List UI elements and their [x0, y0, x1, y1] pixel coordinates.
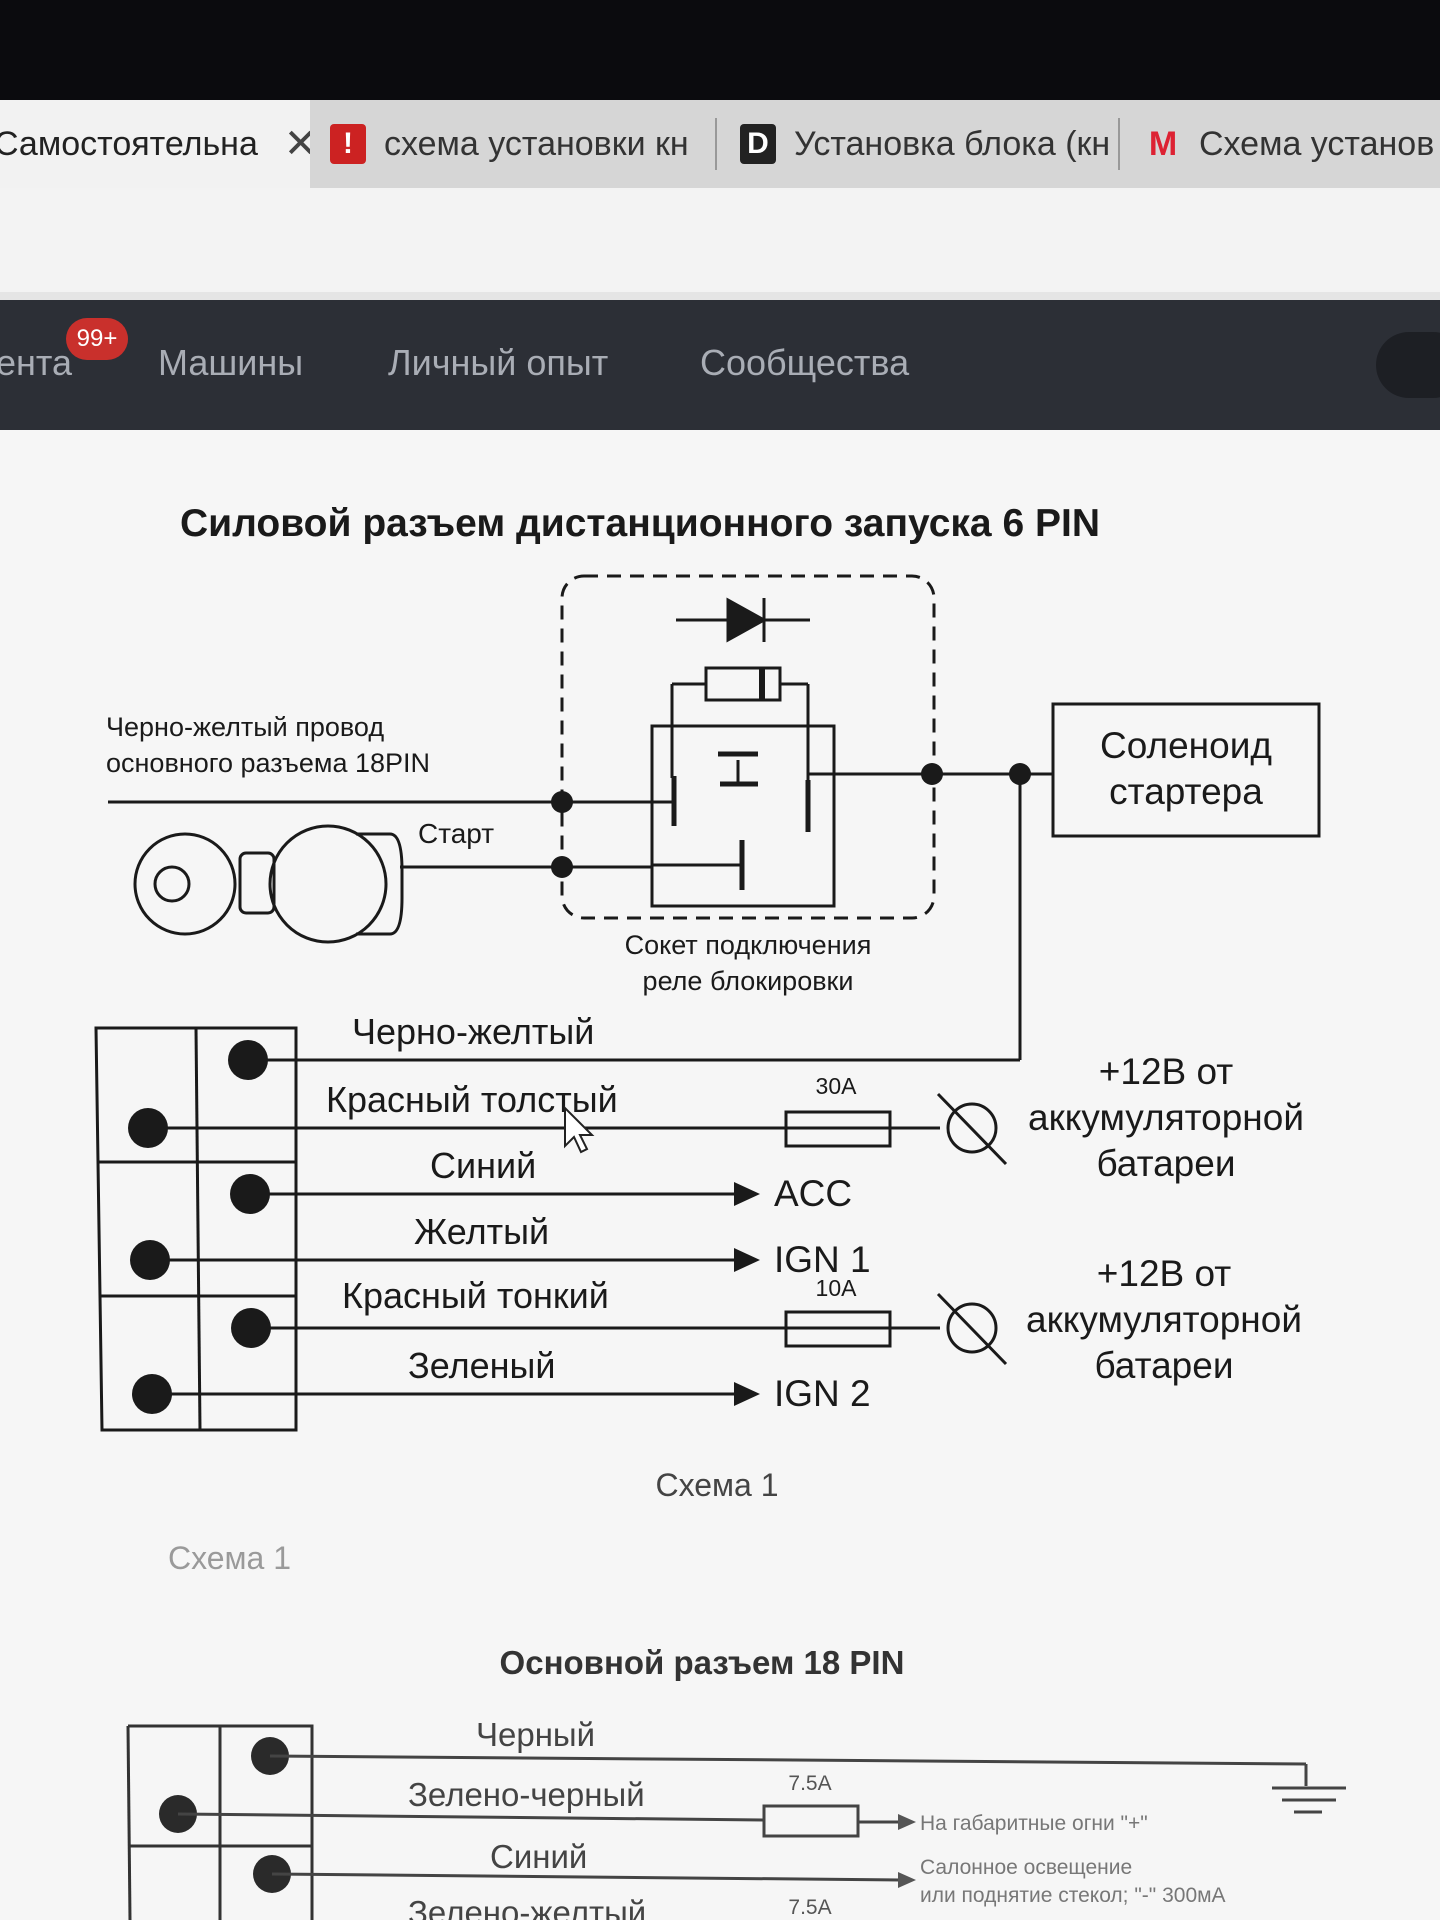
diagram2-arrowheads	[898, 1814, 916, 1888]
pdf-icon: !	[330, 124, 366, 164]
site-d-icon: D	[740, 124, 776, 164]
battery-label-1-line1: +12В от	[1099, 1051, 1233, 1092]
browser-tab-4[interactable]: M Схема установ	[1145, 100, 1440, 188]
tab-title: Установка блока (кн	[794, 124, 1110, 163]
diagram2-wires	[177, 1754, 1308, 1882]
wire-red-thick: Красный толстый	[326, 1079, 618, 1120]
fuse-7-5a-label-2: 7.5A	[788, 1896, 831, 1919]
article-content: Силовой разъем дистанционного запуска 6 …	[0, 430, 1440, 1920]
browser-tab-1[interactable]: Самостоятельна ✕	[0, 100, 310, 188]
solenoid-label-line1: Соленоид	[1100, 725, 1272, 766]
fuse-10a-label: 10A	[816, 1275, 858, 1301]
nav-item-cars[interactable]: Машины	[158, 342, 304, 383]
tab-separator	[1118, 118, 1120, 170]
battery-label-2-line1: +12В от	[1097, 1253, 1231, 1294]
wire-blue-2: Синий	[490, 1838, 587, 1875]
fuse-7-5a-icon	[762, 1804, 860, 1838]
tab-separator	[715, 118, 717, 170]
wire-red-thin: Красный тонкий	[342, 1275, 609, 1316]
solenoid-box	[1051, 702, 1321, 838]
site-m-icon: M	[1148, 124, 1178, 163]
address-bar[interactable]	[0, 188, 1440, 294]
wire-green-black: Зелено-черный	[408, 1776, 645, 1813]
wire-green-yellow: Зелено-желтый	[408, 1894, 646, 1920]
browser-tab-3[interactable]: D Установка блока (кн	[740, 100, 1110, 188]
target-ign1: IGN 1	[774, 1239, 871, 1280]
wire-black-yellow: Черно-желтый	[352, 1011, 594, 1052]
tab-title: Схема установ	[1199, 124, 1435, 163]
site-nav: ента Машины Личный опыт Сообщества	[0, 300, 1440, 430]
mouse-cursor-icon	[564, 1105, 595, 1154]
nav-item-feed[interactable]: ента	[0, 342, 73, 383]
arrowheads	[734, 1182, 760, 1406]
divider	[0, 292, 1440, 300]
fuse-7-5a-label-1: 7.5A	[788, 1772, 831, 1795]
connector-6pin-icon	[94, 1026, 298, 1432]
start-label: Старт	[418, 818, 494, 849]
wire-blue: Синий	[430, 1145, 536, 1186]
note-interior-line1: Салонное освещение	[920, 1856, 1132, 1879]
socket-label-line1: Сокет подключения	[625, 930, 872, 960]
battery-terminal-icon	[936, 1092, 1008, 1166]
tab-title: Самостоятельна	[0, 124, 258, 163]
battery-label-1-line3: батареи	[1096, 1143, 1235, 1184]
search-icon[interactable]	[1376, 332, 1440, 398]
socket-label-line2: реле блокировки	[643, 966, 854, 996]
diagram1-caption: Схема 1	[655, 1467, 778, 1503]
notification-badge: 99+	[66, 318, 128, 360]
wiring-diagrams: Силовой разъем дистанционного запуска 6 …	[94, 502, 1346, 1920]
solenoid-label-line2: стартера	[1109, 771, 1263, 812]
junction-dots	[551, 763, 1031, 878]
page-caption: Схема 1	[168, 1540, 292, 1576]
ground-icon	[1272, 1786, 1346, 1814]
target-ign2: IGN 2	[774, 1373, 871, 1414]
note-interior-line2: или поднятие стекол; "-" 300мА	[920, 1884, 1226, 1907]
nav-item-communities[interactable]: Сообщества	[700, 342, 910, 383]
connector-18pin-icon	[126, 1724, 314, 1920]
close-tab-icon[interactable]: ✕	[283, 122, 310, 166]
wire-label-line1: Черно-желтый провод	[106, 712, 384, 742]
diagram2-title: Основной разъем 18 PIN	[500, 1644, 905, 1681]
wire-green: Зеленый	[408, 1345, 555, 1386]
battery-label-2-line2: аккумуляторной	[1026, 1299, 1302, 1340]
note-parking-lights: На габаритные огни "+"	[920, 1812, 1148, 1835]
relay-coil-icon	[670, 666, 810, 790]
nav-item-experience[interactable]: Личный опыт	[388, 342, 609, 383]
wire-label-line2: основного разъема 18PIN	[106, 748, 430, 778]
fuse-30a-label: 30A	[816, 1073, 858, 1099]
battery-label-1-line2: аккумуляторной	[1028, 1097, 1304, 1138]
browser-tab-2[interactable]: ! схема установки кн	[330, 100, 710, 188]
wire-black: Черный	[476, 1716, 595, 1753]
battery-terminal-icon	[936, 1292, 1008, 1366]
diagram1-title: Силовой разъем дистанционного запуска 6 …	[180, 502, 1100, 545]
relay-socket-box	[560, 574, 936, 920]
battery-label-2-line3: батареи	[1094, 1345, 1233, 1386]
ignition-key-icon	[133, 824, 404, 944]
diode-icon	[676, 597, 810, 643]
tab-title: схема установки кн	[384, 124, 689, 163]
target-acc: ACC	[774, 1173, 852, 1214]
browser-tab-bar: Самостоятельна ✕ ! схема установки кн D …	[0, 100, 1440, 188]
connector-wires	[148, 1058, 1020, 1396]
wire-yellow: Желтый	[414, 1211, 549, 1252]
screen-bezel	[0, 0, 1440, 100]
